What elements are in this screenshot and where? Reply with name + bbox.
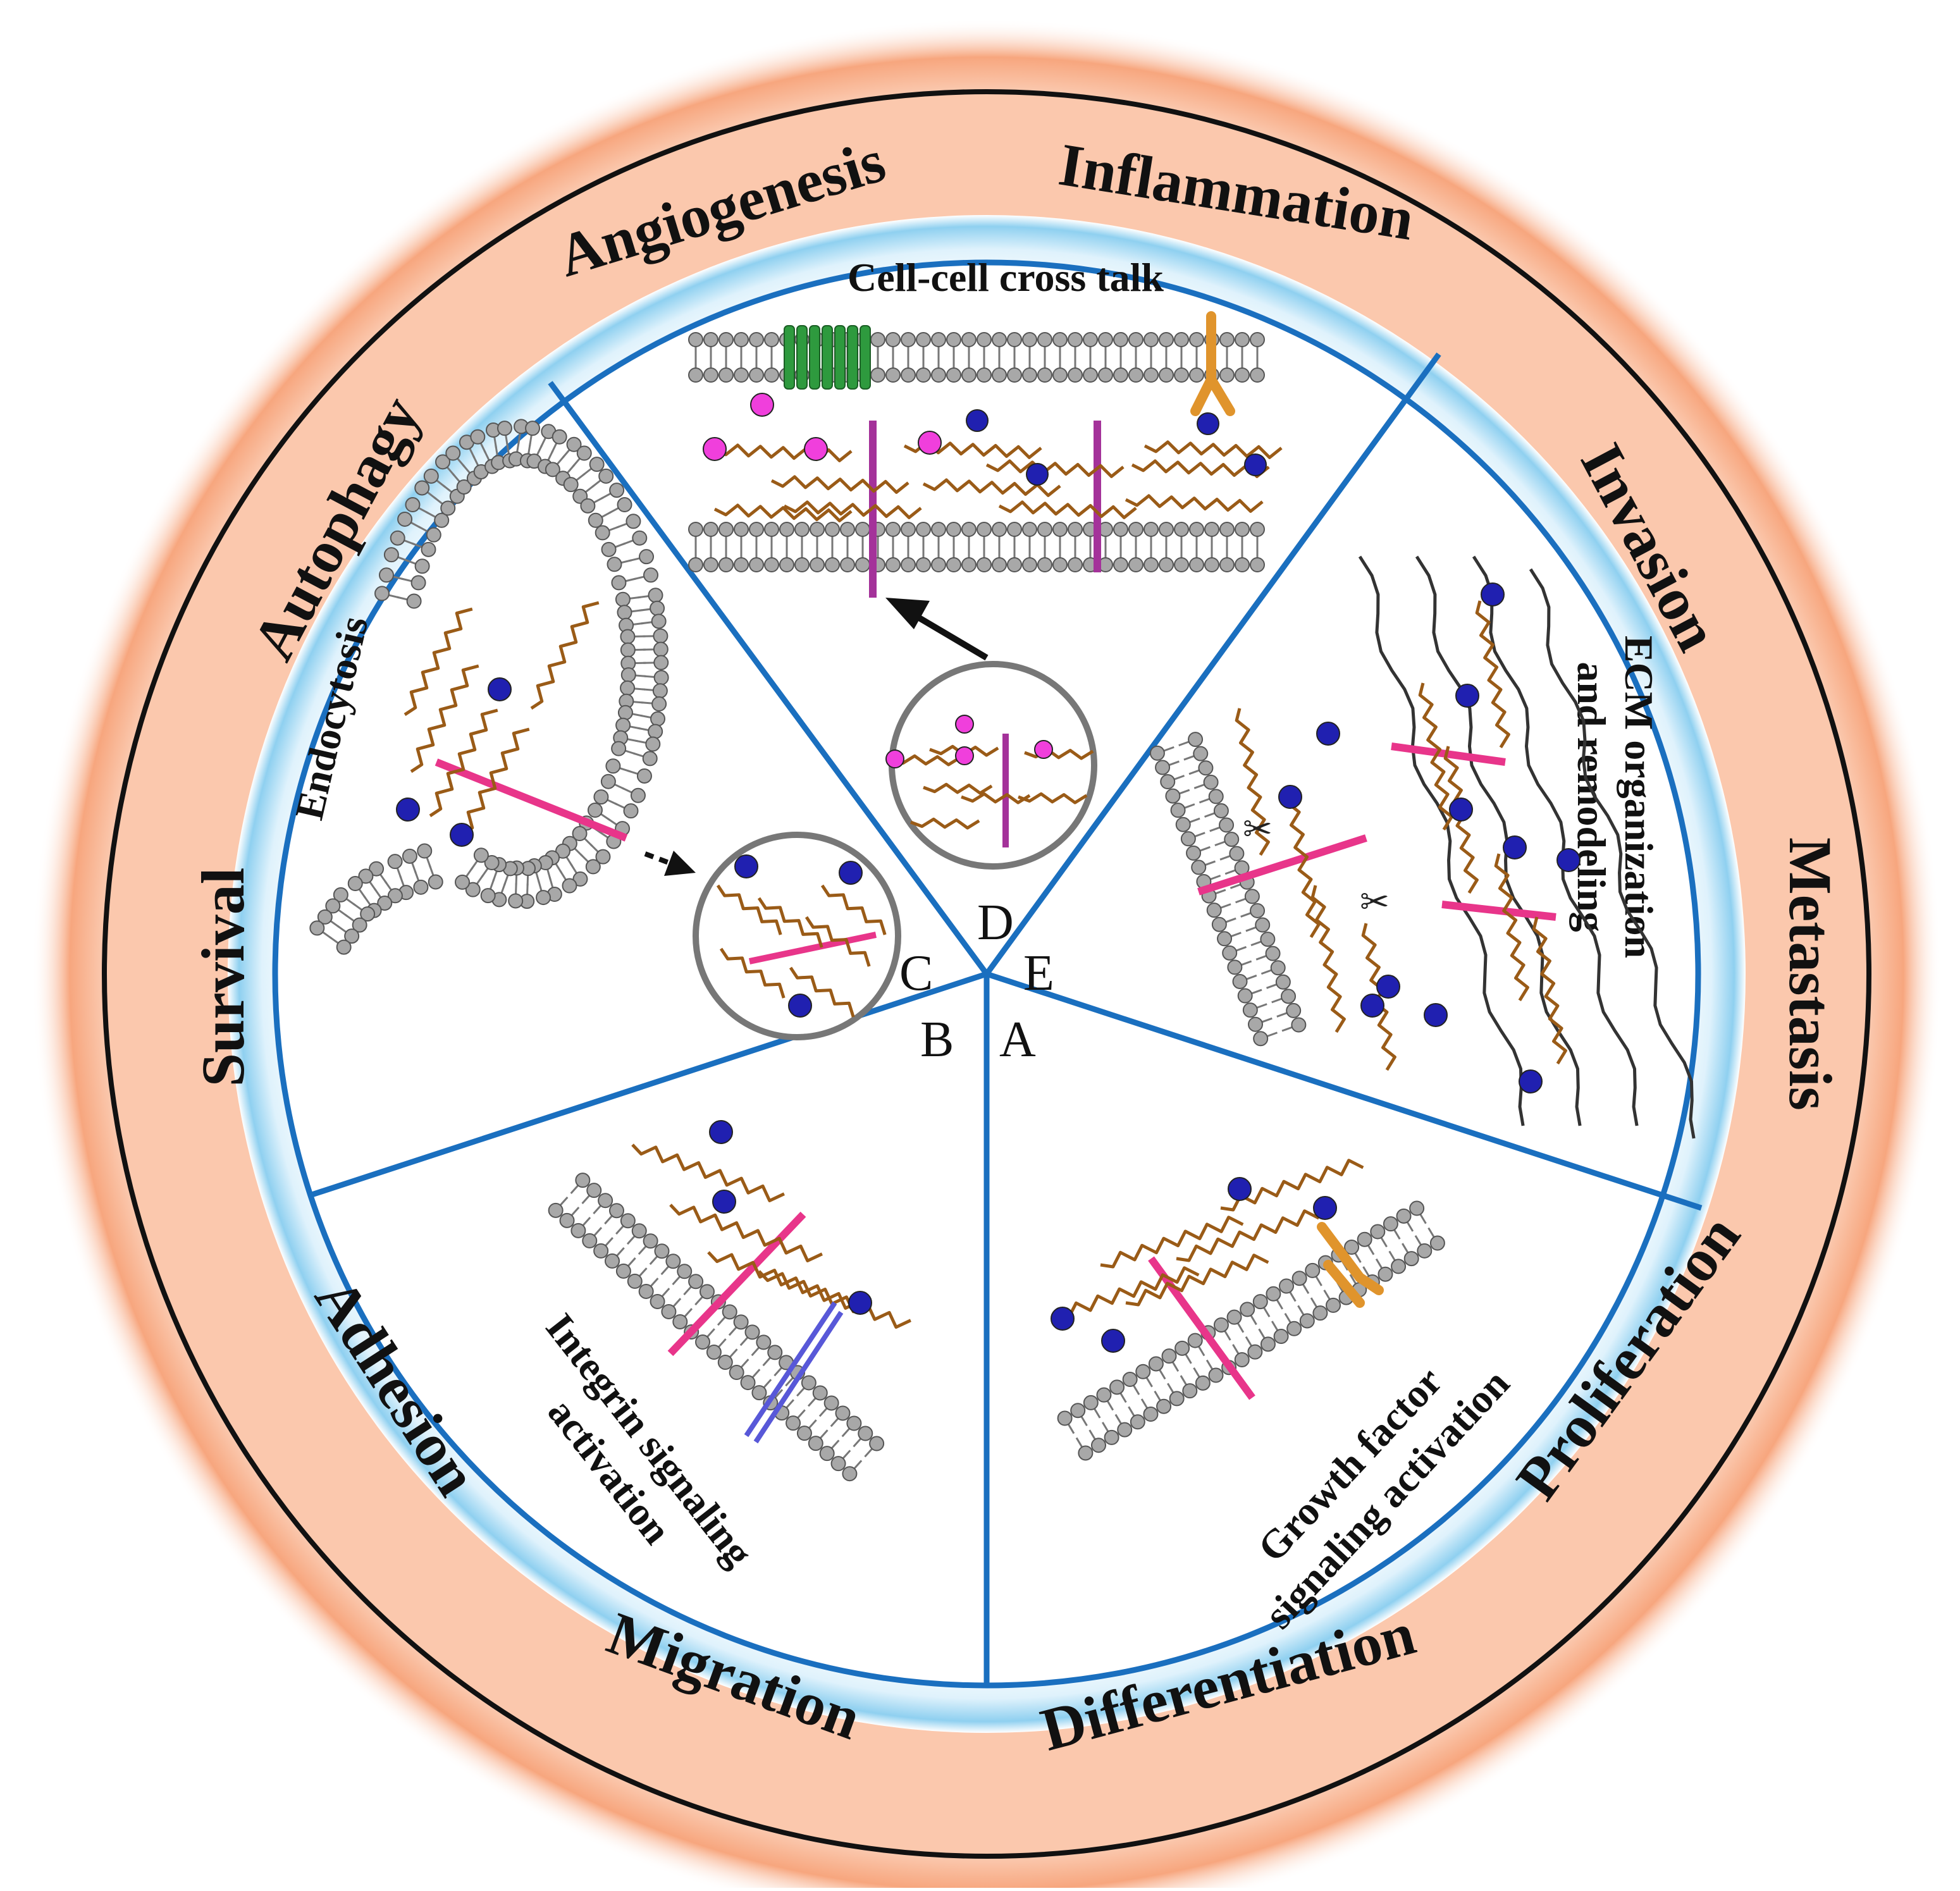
orange-receptor-top xyxy=(1190,311,1235,416)
scissors-icon-2: ✂ xyxy=(1360,883,1390,922)
sector-dividers xyxy=(309,352,1703,1685)
membrane-integrin xyxy=(548,1173,885,1482)
membrane-growth-factor xyxy=(1057,1200,1445,1461)
label-metastasis: Metastasis xyxy=(1777,837,1844,1111)
membrane-endocytic-vesicle xyxy=(374,419,669,909)
membrane-ecm xyxy=(1149,732,1307,1047)
membrane-endocytic-tail xyxy=(309,843,443,955)
membrane-top-lower xyxy=(688,522,1265,572)
zoom-circle-top xyxy=(889,661,1097,870)
illustration-layer: ✂✂ xyxy=(309,311,1696,1482)
title-cell-cell-cross-talk: Cell-cell cross talk xyxy=(847,255,1164,300)
letter-c: C xyxy=(899,946,933,1001)
ecm-proteoglycans xyxy=(1197,582,1581,1093)
arrow-endocytosis-to-zoom xyxy=(644,851,696,876)
crosstalk-proteoglycans xyxy=(703,393,1283,598)
zoom-top-contents xyxy=(885,715,1094,847)
letter-e: E xyxy=(1023,946,1054,1001)
outer-ring-border xyxy=(102,89,1871,1859)
growth-factor-proteoglycan xyxy=(1051,1159,1364,1400)
label-survival: Survival xyxy=(189,868,257,1087)
gpcr-receptor xyxy=(784,325,871,390)
letter-b: B xyxy=(920,1012,954,1068)
integrin-receptor xyxy=(744,1301,844,1444)
zoom-left-contents xyxy=(716,854,887,1018)
orange-receptor-gf xyxy=(1317,1222,1384,1308)
scissors-icon-1: ✂ xyxy=(1243,810,1273,849)
scissors-icons: ✂✂ xyxy=(1243,810,1390,922)
letter-d: D xyxy=(977,895,1014,951)
arrow-to-cross-talk xyxy=(885,598,989,661)
svg-text:ECM organization: ECM organization xyxy=(1617,636,1661,958)
letter-a: A xyxy=(999,1012,1036,1068)
endocytosis-proteoglycan xyxy=(396,601,628,847)
zoom-circle-left xyxy=(693,832,901,1040)
